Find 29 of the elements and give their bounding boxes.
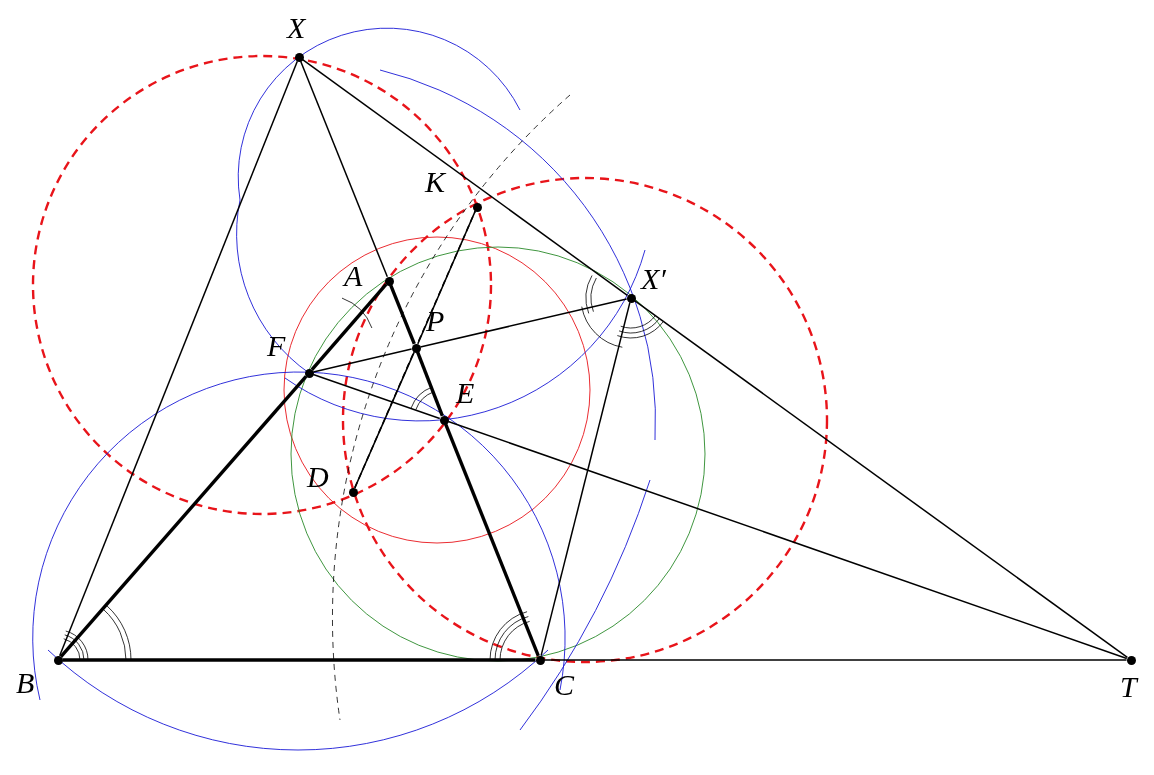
point-label: B — [16, 668, 35, 698]
point-label: F — [267, 331, 286, 361]
point-label: P — [426, 306, 445, 336]
line-segment — [447, 420, 1128, 660]
point-label: K — [425, 167, 445, 197]
line-segment — [540, 301, 631, 657]
line-segment — [312, 348, 413, 373]
line-segment — [389, 284, 416, 345]
point-label: C — [554, 670, 574, 700]
point-label: A — [344, 261, 363, 291]
point-label: D — [307, 462, 329, 492]
line-segment — [299, 60, 389, 278]
line-segment — [310, 283, 388, 371]
line-segment — [633, 299, 1129, 659]
line-segment — [301, 58, 629, 297]
point-label: X′ — [641, 264, 666, 294]
line-segment — [416, 351, 444, 417]
point-label: X — [287, 13, 306, 43]
line-segment — [419, 298, 628, 348]
line-segment — [312, 373, 441, 420]
line-segment — [62, 658, 536, 662]
line-segment — [354, 210, 476, 489]
line-segment — [444, 423, 540, 657]
line-segment — [58, 60, 299, 657]
line-segment — [417, 210, 476, 345]
line-segment — [59, 375, 308, 658]
line-segment — [543, 659, 1128, 661]
point-label: E — [456, 378, 475, 408]
point-label: T — [1120, 672, 1137, 702]
